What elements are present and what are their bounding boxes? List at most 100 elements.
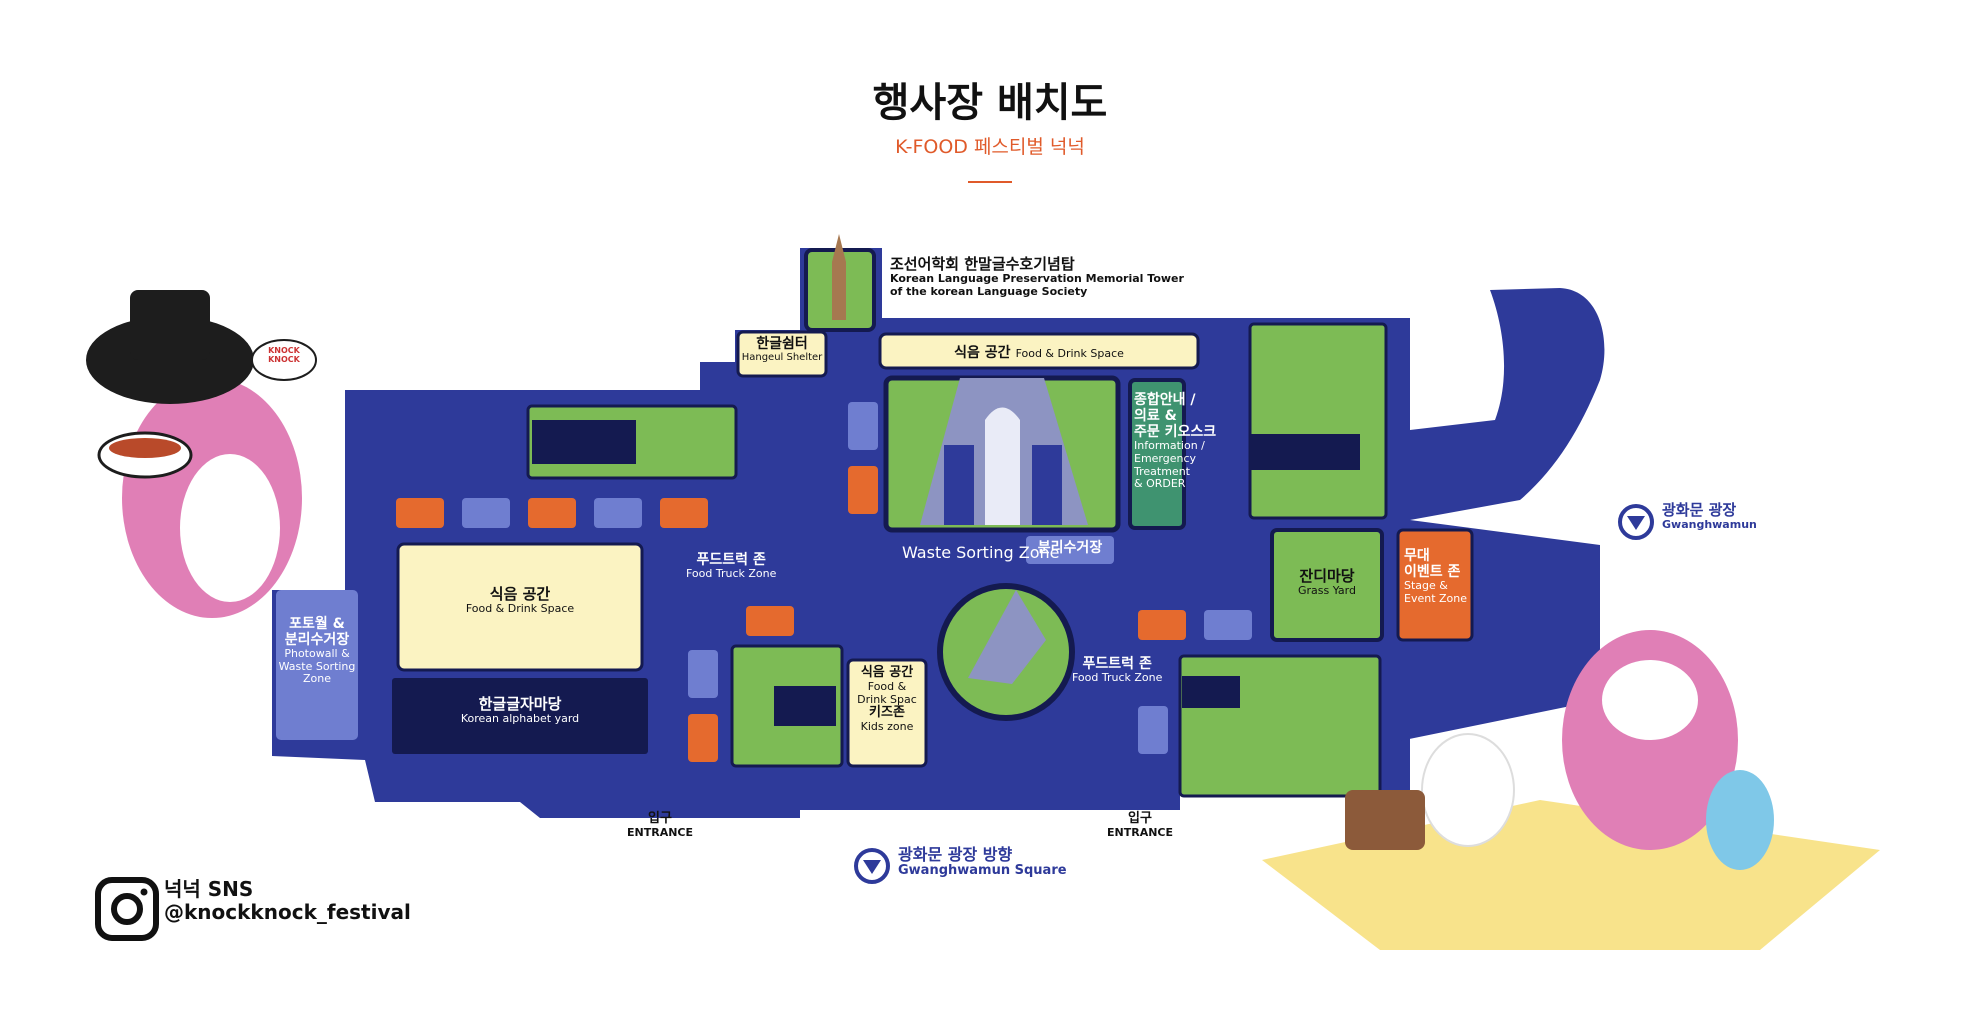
food-space-left-en: Food & Drink Space xyxy=(465,602,575,616)
info-kiosk-ko1: 종합안내 / xyxy=(1134,392,1196,408)
memorial-tower-top xyxy=(832,234,846,262)
photowall-box xyxy=(276,590,358,740)
page-subtitle: K-FOOD 페스티벌 넉넉 xyxy=(895,136,1085,158)
photowall-en2: Waste Sorting xyxy=(278,659,356,673)
food-space-top-ko: 식음 공간 xyxy=(954,345,1011,361)
kids-zone-en: Kids zone xyxy=(860,720,914,734)
instagram-icon xyxy=(95,877,159,941)
grass-yard-en: Grass Yard xyxy=(1297,584,1356,598)
stage-ko2: 이벤트 존 xyxy=(1404,564,1461,581)
knock-bubble-l2: KNOCK xyxy=(268,355,300,365)
food-space-left-label: 식음 공간 Food & Drink Space xyxy=(398,585,642,616)
knock-bubble xyxy=(251,339,317,381)
food-truck xyxy=(848,466,878,514)
hangeul-shelter-ko: 한글쉼터 xyxy=(756,336,808,352)
stage-en1: Stage & xyxy=(1404,579,1448,593)
stage-label: 무대 이벤트 존 Stage & Event Zone xyxy=(1404,548,1467,605)
food-truck xyxy=(688,714,718,762)
page-title: 행사장 배치도 xyxy=(872,80,1108,126)
info-kiosk-en3: Treatment xyxy=(1134,464,1190,478)
venue-east-region xyxy=(1410,288,1605,520)
stage-box xyxy=(1396,528,1474,642)
info-kiosk-en1: Information / xyxy=(1134,439,1205,453)
food-space-left-box xyxy=(396,542,644,672)
photowall-ko1: 포토월 & xyxy=(289,616,345,632)
mascot-left xyxy=(86,290,302,618)
entrance-right-label: 입구 ENTRANCE xyxy=(1100,811,1180,840)
kids-zone-ko: 키즈존 xyxy=(869,705,905,721)
info-kiosk-ko2: 의료 & xyxy=(1134,408,1177,425)
hangeul-shelter-box xyxy=(736,330,828,378)
direction-label: 광화문 광장 방향 Gwanghwamun Square xyxy=(898,845,1067,879)
direction-en: Gwanghwamun Square xyxy=(898,863,1067,879)
food-truck xyxy=(1204,610,1252,640)
direction-ko: 광화문 광장 방향 xyxy=(898,845,1013,864)
entrance-left-en: ENTRANCE xyxy=(627,825,693,839)
photowall-en3: Zone xyxy=(302,672,331,686)
plaza-building-arch xyxy=(985,407,1020,525)
knock-bubble-l1: KNOCK xyxy=(268,346,300,355)
picnic-scene xyxy=(1262,630,1880,950)
info-kiosk-box xyxy=(1128,378,1186,530)
alphabet-yard-label: 한글글자마당 Korean alphabet yard xyxy=(392,695,648,726)
sns-block: 넉넉 SNS @knockknock_festival xyxy=(164,878,411,924)
food-truck-left-ko: 푸드트럭 존 xyxy=(696,552,766,568)
food-truck xyxy=(848,402,878,450)
entrance-left-label: 입구 ENTRANCE xyxy=(620,811,700,840)
food-truck xyxy=(660,498,708,528)
memorial-tower xyxy=(832,262,846,320)
food-truck-zone-right-label: 푸드트럭 존 Food Truck Zone xyxy=(1072,656,1162,685)
photowall-en1: Photowall & xyxy=(284,647,350,661)
food-truck xyxy=(594,498,642,528)
gwanghwamun-en: Gwanghwamun xyxy=(1662,518,1757,532)
memorial-label: 조선어학회 한말글수호기념탑 Korean Language Preservat… xyxy=(890,255,1184,299)
kids-zone-box xyxy=(846,658,928,768)
food-truck-zone-left-label: 푸드트럭 존 Food Truck Zone xyxy=(686,552,776,581)
entrance-right-ko: 입구 xyxy=(1128,811,1152,826)
kids-food-ko: 식음 공간 xyxy=(860,665,914,680)
waste-sorting-ko: 분리수거장 xyxy=(1037,540,1103,556)
info-kiosk-ko3: 주문 키오스크 xyxy=(1134,424,1217,441)
title-divider xyxy=(968,181,1012,183)
food-space-top-label: 식음 공간 Food & Drink Space xyxy=(880,343,1198,361)
memorial-label-en2: of the korean Language Society xyxy=(890,284,1088,298)
kids-food-en2: Drink Spac xyxy=(857,692,917,706)
sns-handle[interactable]: @knockknock_festival xyxy=(164,900,411,924)
seating-rows-top-right xyxy=(1250,434,1360,470)
food-truck xyxy=(462,498,510,528)
seating-rows-bottom-left xyxy=(774,686,836,726)
food-truck xyxy=(396,498,444,528)
food-truck-left-en: Food Truck Zone xyxy=(686,567,777,581)
food-space-top-box xyxy=(878,332,1200,370)
food-truck xyxy=(746,606,794,636)
gwanghwamun-ko: 광화문 광장 xyxy=(1662,501,1737,519)
food-space-top-en: Food & Drink Space xyxy=(1015,347,1124,360)
food-truck xyxy=(1138,610,1186,640)
gwanghwamun-square-label: 광화문 광장 Gwanghwamun xyxy=(1662,501,1757,532)
alphabet-yard-en: Korean alphabet yard xyxy=(460,712,580,726)
location-pin-icon xyxy=(1618,504,1654,540)
stage-en2: Event Zone xyxy=(1404,591,1468,605)
venue-area xyxy=(272,248,1410,818)
kids-zone-label: 식음 공간 Food & Drink Spac 키즈존 Kids zone xyxy=(848,665,926,734)
memorial-label-ko: 조선어학회 한말글수호기념탑 xyxy=(890,255,1075,273)
food-truck-right-en: Food Truck Zone xyxy=(1072,671,1163,685)
photowall-ko2: 분리수거장 xyxy=(284,632,350,649)
food-truck xyxy=(688,650,718,698)
hangeul-shelter-en: Hangeul Shelter xyxy=(741,352,823,364)
alphabet-yard-box xyxy=(392,678,648,754)
stage-ko1: 무대 xyxy=(1404,548,1430,564)
alphabet-yard-ko: 한글글자마당 xyxy=(478,695,562,713)
entrance-left-ko: 입구 xyxy=(648,811,672,826)
seating-rows-top-left xyxy=(532,420,636,464)
info-kiosk-label: 종합안내 / 의료 & 주문 키오스크 Information / Emerge… xyxy=(1134,392,1216,491)
memorial-label-en1: Korean Language Preservation Memorial To… xyxy=(890,272,1184,286)
seating-rows-bottom-right xyxy=(1182,676,1240,708)
waste-sorting-box xyxy=(1026,536,1114,564)
food-space-left-ko: 식음 공간 xyxy=(489,585,551,603)
waste-sorting-en: Waste Sorting Zone xyxy=(902,543,1060,562)
grass-yard-label: 잔디마당 Grass Yard xyxy=(1272,567,1382,598)
food-truck xyxy=(528,498,576,528)
hangeul-shelter-label: 한글쉼터 Hangeul Shelter xyxy=(738,336,826,364)
